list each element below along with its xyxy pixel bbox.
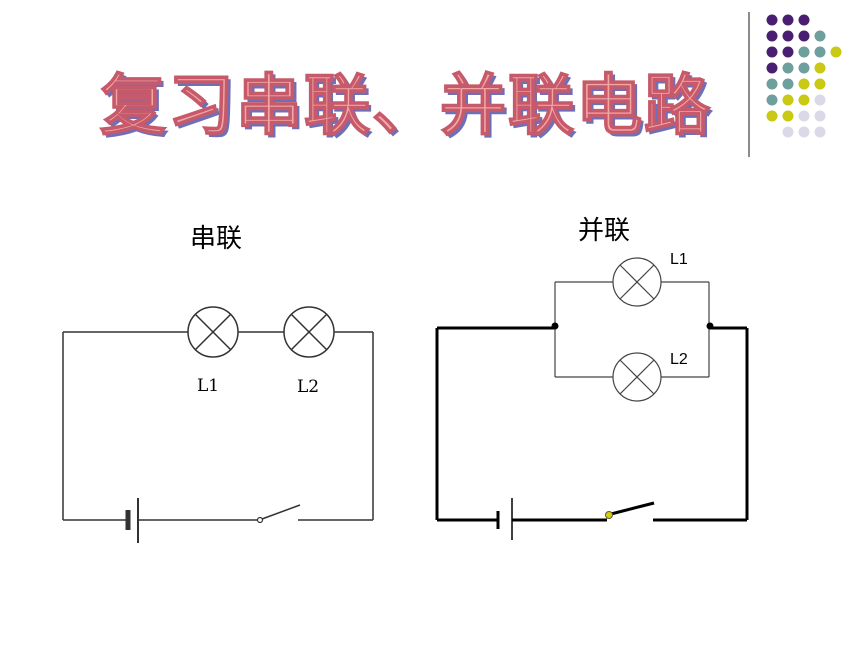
decorative-dot-grid: [766, 14, 842, 138]
dot-row-8: [782, 126, 826, 138]
series-lamp-l2-icon: [283, 306, 335, 358]
dot-row-5: [766, 78, 826, 90]
series-lamp-l2-label: L2: [297, 377, 320, 397]
parallel-circuit-label: 并联: [578, 216, 631, 246]
slide-title: 复习串联、并联电路: [99, 66, 712, 145]
series-circuit: [62, 306, 374, 543]
dot-row-2: [766, 30, 826, 42]
series-lamp-l1-icon: [187, 306, 239, 358]
dot-row-7: [766, 110, 826, 122]
series-circuit-label: 串联: [190, 224, 243, 254]
dot-row-6: [766, 94, 826, 106]
series-lamp-l1-label: L1: [197, 376, 220, 396]
junction-left: [551, 322, 559, 330]
divider-line: [748, 12, 750, 157]
dot-row-4: [766, 62, 826, 74]
parallel-circuit: [435, 257, 749, 540]
junction-right: [706, 322, 714, 330]
parallel-lamp-l2-label: L2: [670, 351, 688, 368]
parallel-lamp-l1-label: L1: [670, 251, 688, 268]
parallel-switch-blade: [610, 501, 655, 516]
series-switch-blade: [261, 504, 301, 520]
parallel-lamp-l2-icon: [612, 352, 662, 402]
dot-row-1: [766, 14, 810, 26]
series-switch-pivot: [256, 516, 264, 524]
dot-row-3: [766, 46, 842, 58]
parallel-switch-pivot: [605, 511, 613, 519]
parallel-lamp-l1-icon: [612, 257, 662, 307]
